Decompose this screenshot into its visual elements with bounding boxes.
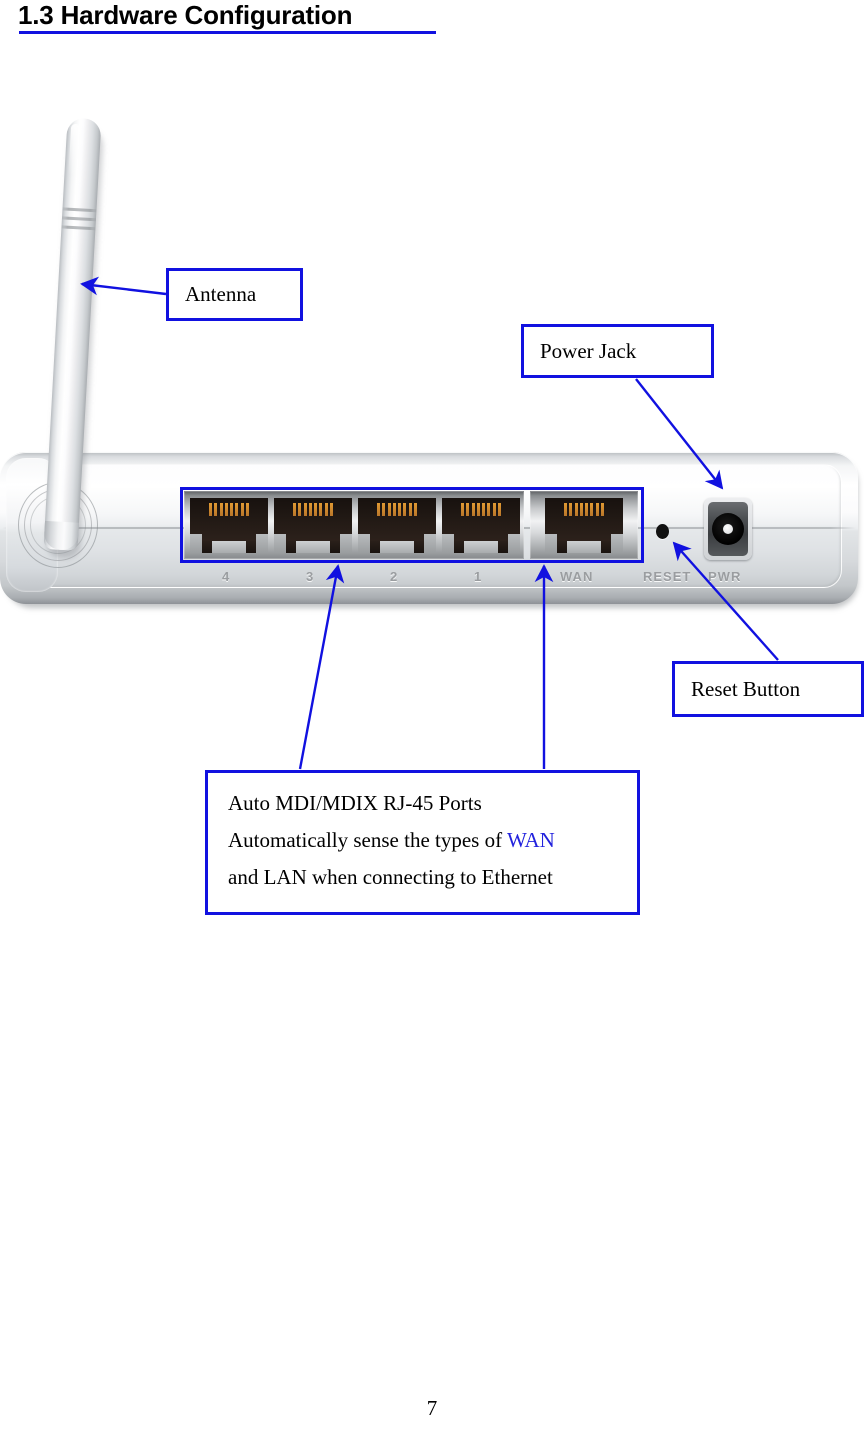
port-pin-contacts (293, 503, 333, 516)
rj45-port-2 (358, 498, 436, 553)
callout-rj45-line-2-text: Automatically sense the types of (228, 828, 507, 852)
rj45-port-4 (190, 498, 268, 553)
rj45-port-bank (182, 489, 640, 561)
port-latch-notch (464, 541, 498, 553)
port-latch-notch (296, 541, 330, 553)
port-label-wan: WAN (560, 569, 594, 584)
port-cavity (190, 498, 268, 541)
port-cavity (358, 498, 436, 541)
rj45-port-1 (442, 498, 520, 553)
rj45-ports-highlight-box (180, 487, 644, 563)
callout-antenna-text: Antenna (185, 282, 257, 306)
port-shoulder-right (256, 534, 268, 553)
label-pwr: PWR (708, 569, 742, 584)
callout-rj45-wan-keyword: WAN (506, 828, 555, 852)
port-shoulder-left (274, 534, 286, 553)
power-jack-center-pin (723, 524, 733, 534)
page-title: 1.3 Hardware Configuration (18, 0, 353, 30)
port-pin-contacts (564, 503, 604, 516)
port-label-3: 3 (306, 569, 315, 584)
callout-rj45-line-2: Automatically sense the types of WAN (228, 822, 637, 859)
power-jack (704, 498, 752, 560)
port-shoulder-right (340, 534, 352, 553)
antenna-shaft (43, 117, 102, 551)
port-pin-contacts (209, 503, 249, 516)
port-cavity (442, 498, 520, 541)
port-shoulder-left (442, 534, 454, 553)
port-label-4: 4 (222, 569, 231, 584)
port-cavity (274, 498, 352, 541)
callout-power-jack: Power Jack (521, 324, 714, 378)
port-shoulder-right (424, 534, 436, 553)
port-shoulder-left (190, 534, 202, 553)
callout-antenna: Antenna (166, 268, 303, 321)
port-latch-notch (212, 541, 246, 553)
page-title-underline (19, 31, 436, 34)
port-pin-contacts (461, 503, 501, 516)
port-shoulder-right (611, 534, 623, 553)
port-pin-contacts (377, 503, 417, 516)
callout-reset-button: Reset Button (672, 661, 864, 717)
rj45-port-wan (545, 498, 623, 553)
port-latch-notch (380, 541, 414, 553)
port-label-2: 2 (390, 569, 399, 584)
port-label-1: 1 (474, 569, 483, 584)
page-number: 7 (426, 1396, 438, 1420)
rj45-port-3 (274, 498, 352, 553)
reset-hole (656, 524, 669, 539)
callout-rj45-line-1: Auto MDI/MDIX RJ-45 Ports (228, 791, 482, 815)
port-shoulder-right (508, 534, 520, 553)
port-shoulder-left (545, 534, 557, 553)
port-latch-notch (567, 541, 601, 553)
port-cavity (545, 498, 623, 541)
port-shoulder-left (358, 534, 370, 553)
callout-rj45-line-3: and LAN when connecting to Ethernet (228, 865, 553, 889)
callout-power-jack-text: Power Jack (540, 338, 637, 363)
label-reset: RESET (643, 569, 692, 584)
callout-rj45-ports: Auto MDI/MDIX RJ-45 Ports Automatically … (205, 770, 640, 915)
callout-reset-button-text: Reset Button (691, 676, 801, 701)
